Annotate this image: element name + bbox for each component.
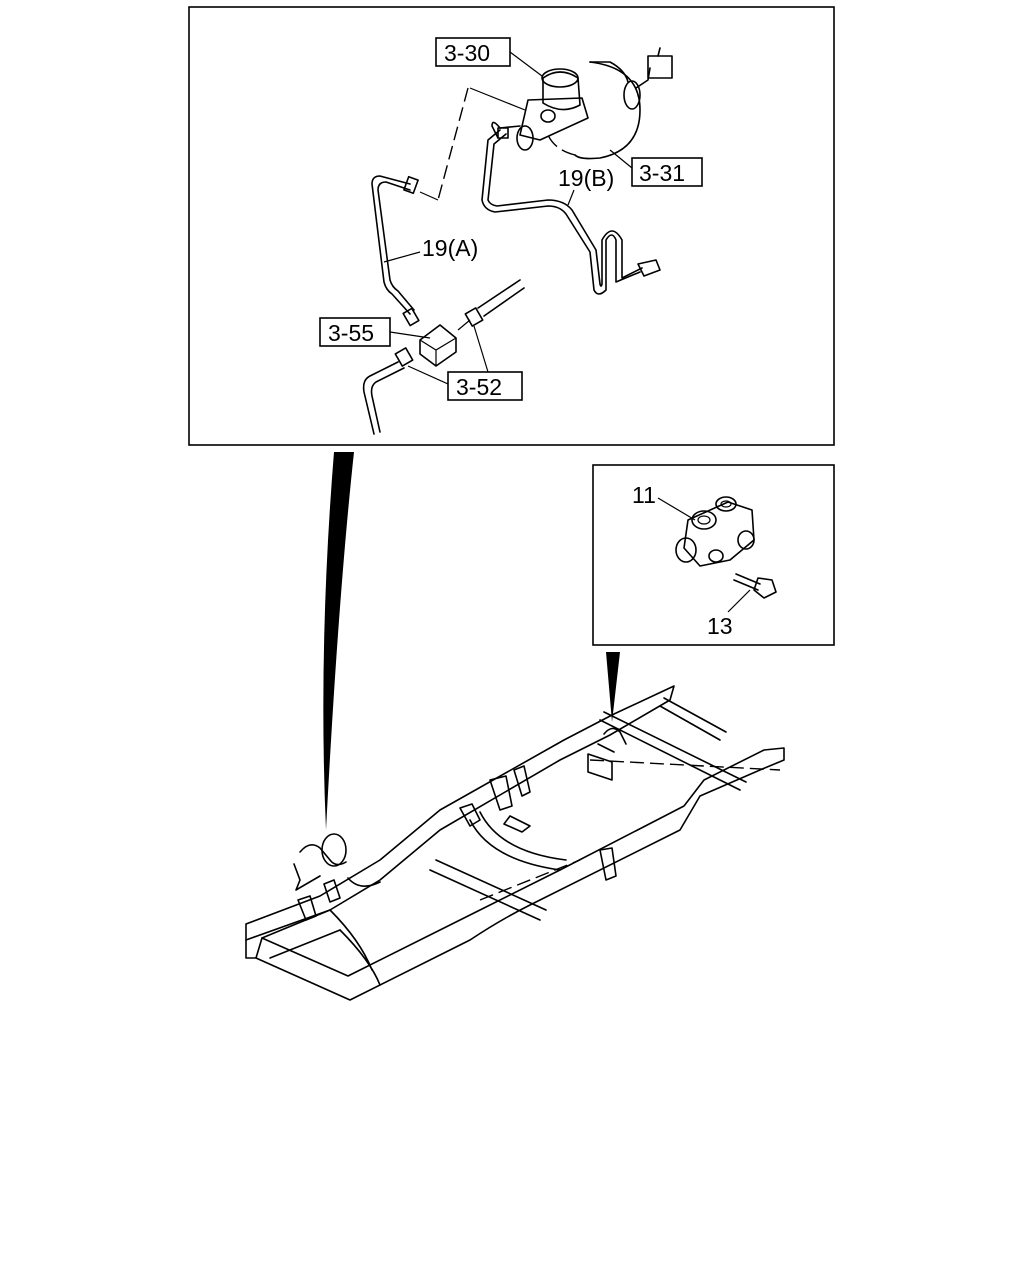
callout-13: 13 [707,613,733,639]
pointer-to-connector [606,652,620,722]
callout-19b: 19(B) [558,165,614,191]
callout-3-55: 3-55 [328,320,374,346]
pointer-to-master-cylinder [323,452,354,830]
brake-pipe-19b [481,121,661,295]
callout-3-31: 3-31 [639,160,685,186]
connector-detail-panel: 11 13 [592,464,835,646]
callout-11: 11 [632,482,656,508]
callout-3-30: 3-30 [444,40,490,66]
callout-19a: 19(A) [422,235,478,261]
flare-nuts [394,307,484,367]
chassis-frame [245,685,785,1001]
union-bolt [733,573,777,599]
three-way-union [675,496,755,567]
three-way-connector [419,324,457,367]
brake-pipe-19a [371,175,420,327]
callout-3-52: 3-52 [456,374,502,400]
master-cylinder [499,68,589,151]
master-cylinder-detail-panel: 3-30 3-31 19(B) 19(A) 3-55 3-52 [188,6,835,446]
brake-booster [547,47,673,160]
